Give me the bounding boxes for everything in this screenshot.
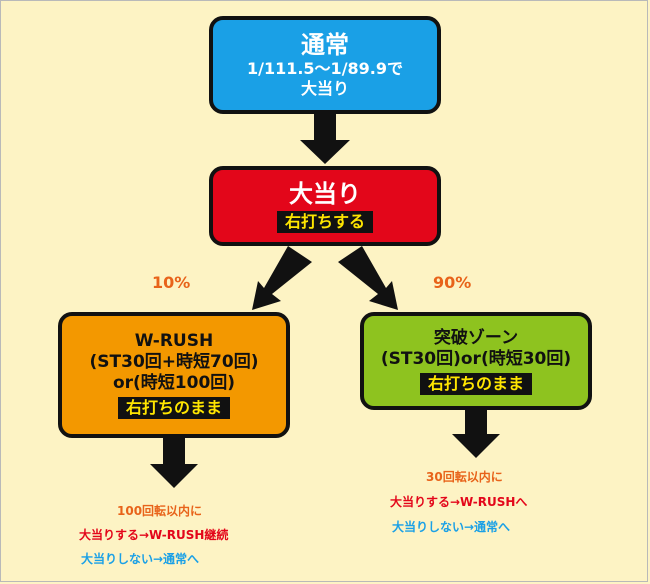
wrush-note-hit: 大当りする→W-RUSH継続 xyxy=(79,528,229,542)
left-branch-percent: 10% xyxy=(152,273,191,292)
hit-title: 大当り xyxy=(289,179,361,208)
wrush-right-shoot-tag: 右打ちのまま xyxy=(117,397,230,419)
wrush-note-condition: 100回転以内に xyxy=(117,504,203,518)
big-hit-box: 大当り 右打ちする xyxy=(209,166,441,246)
normal-title: 通常 xyxy=(301,31,349,59)
wrush-title: W-RUSH xyxy=(134,331,214,351)
zone-st-line: (ST30回)or(時短30回) xyxy=(380,348,572,369)
hit-right-shoot-tag: 右打ちする xyxy=(276,210,373,233)
wrush-note-miss: 大当りしない→通常へ xyxy=(81,552,200,566)
normal-state-box: 通常 1/111.5～1/89.9で 大当り xyxy=(209,16,441,114)
arrow-zone-down xyxy=(452,410,500,458)
zone-note-hit: 大当りする→W-RUSHへ xyxy=(390,495,528,509)
arrow-hit-to-wrush xyxy=(252,246,312,310)
arrow-wrush-down xyxy=(150,438,198,488)
wrush-st-line: (ST30回+時短70回) xyxy=(89,352,259,372)
zone-note-miss: 大当りしない→通常へ xyxy=(392,520,511,534)
normal-hit-label: 大当り xyxy=(300,79,349,98)
right-branch-percent: 90% xyxy=(433,273,472,292)
zone-note-condition: 30回転以内に xyxy=(426,470,503,484)
breakthrough-zone-box: 突破ゾーン (ST30回)or(時短30回) 右打ちのまま xyxy=(360,312,592,410)
normal-probability: 1/111.5～1/89.9で xyxy=(246,59,404,78)
wrush-jitan-line: or(時短100回) xyxy=(112,373,236,393)
zone-right-shoot-tag: 右打ちのまま xyxy=(419,372,532,395)
arrow-hit-to-zone xyxy=(338,246,398,310)
arrow-normal-to-hit xyxy=(300,114,350,164)
w-rush-box: W-RUSH (ST30回+時短70回) or(時短100回) 右打ちのまま xyxy=(58,312,290,438)
zone-title: 突破ゾーン xyxy=(433,327,519,348)
